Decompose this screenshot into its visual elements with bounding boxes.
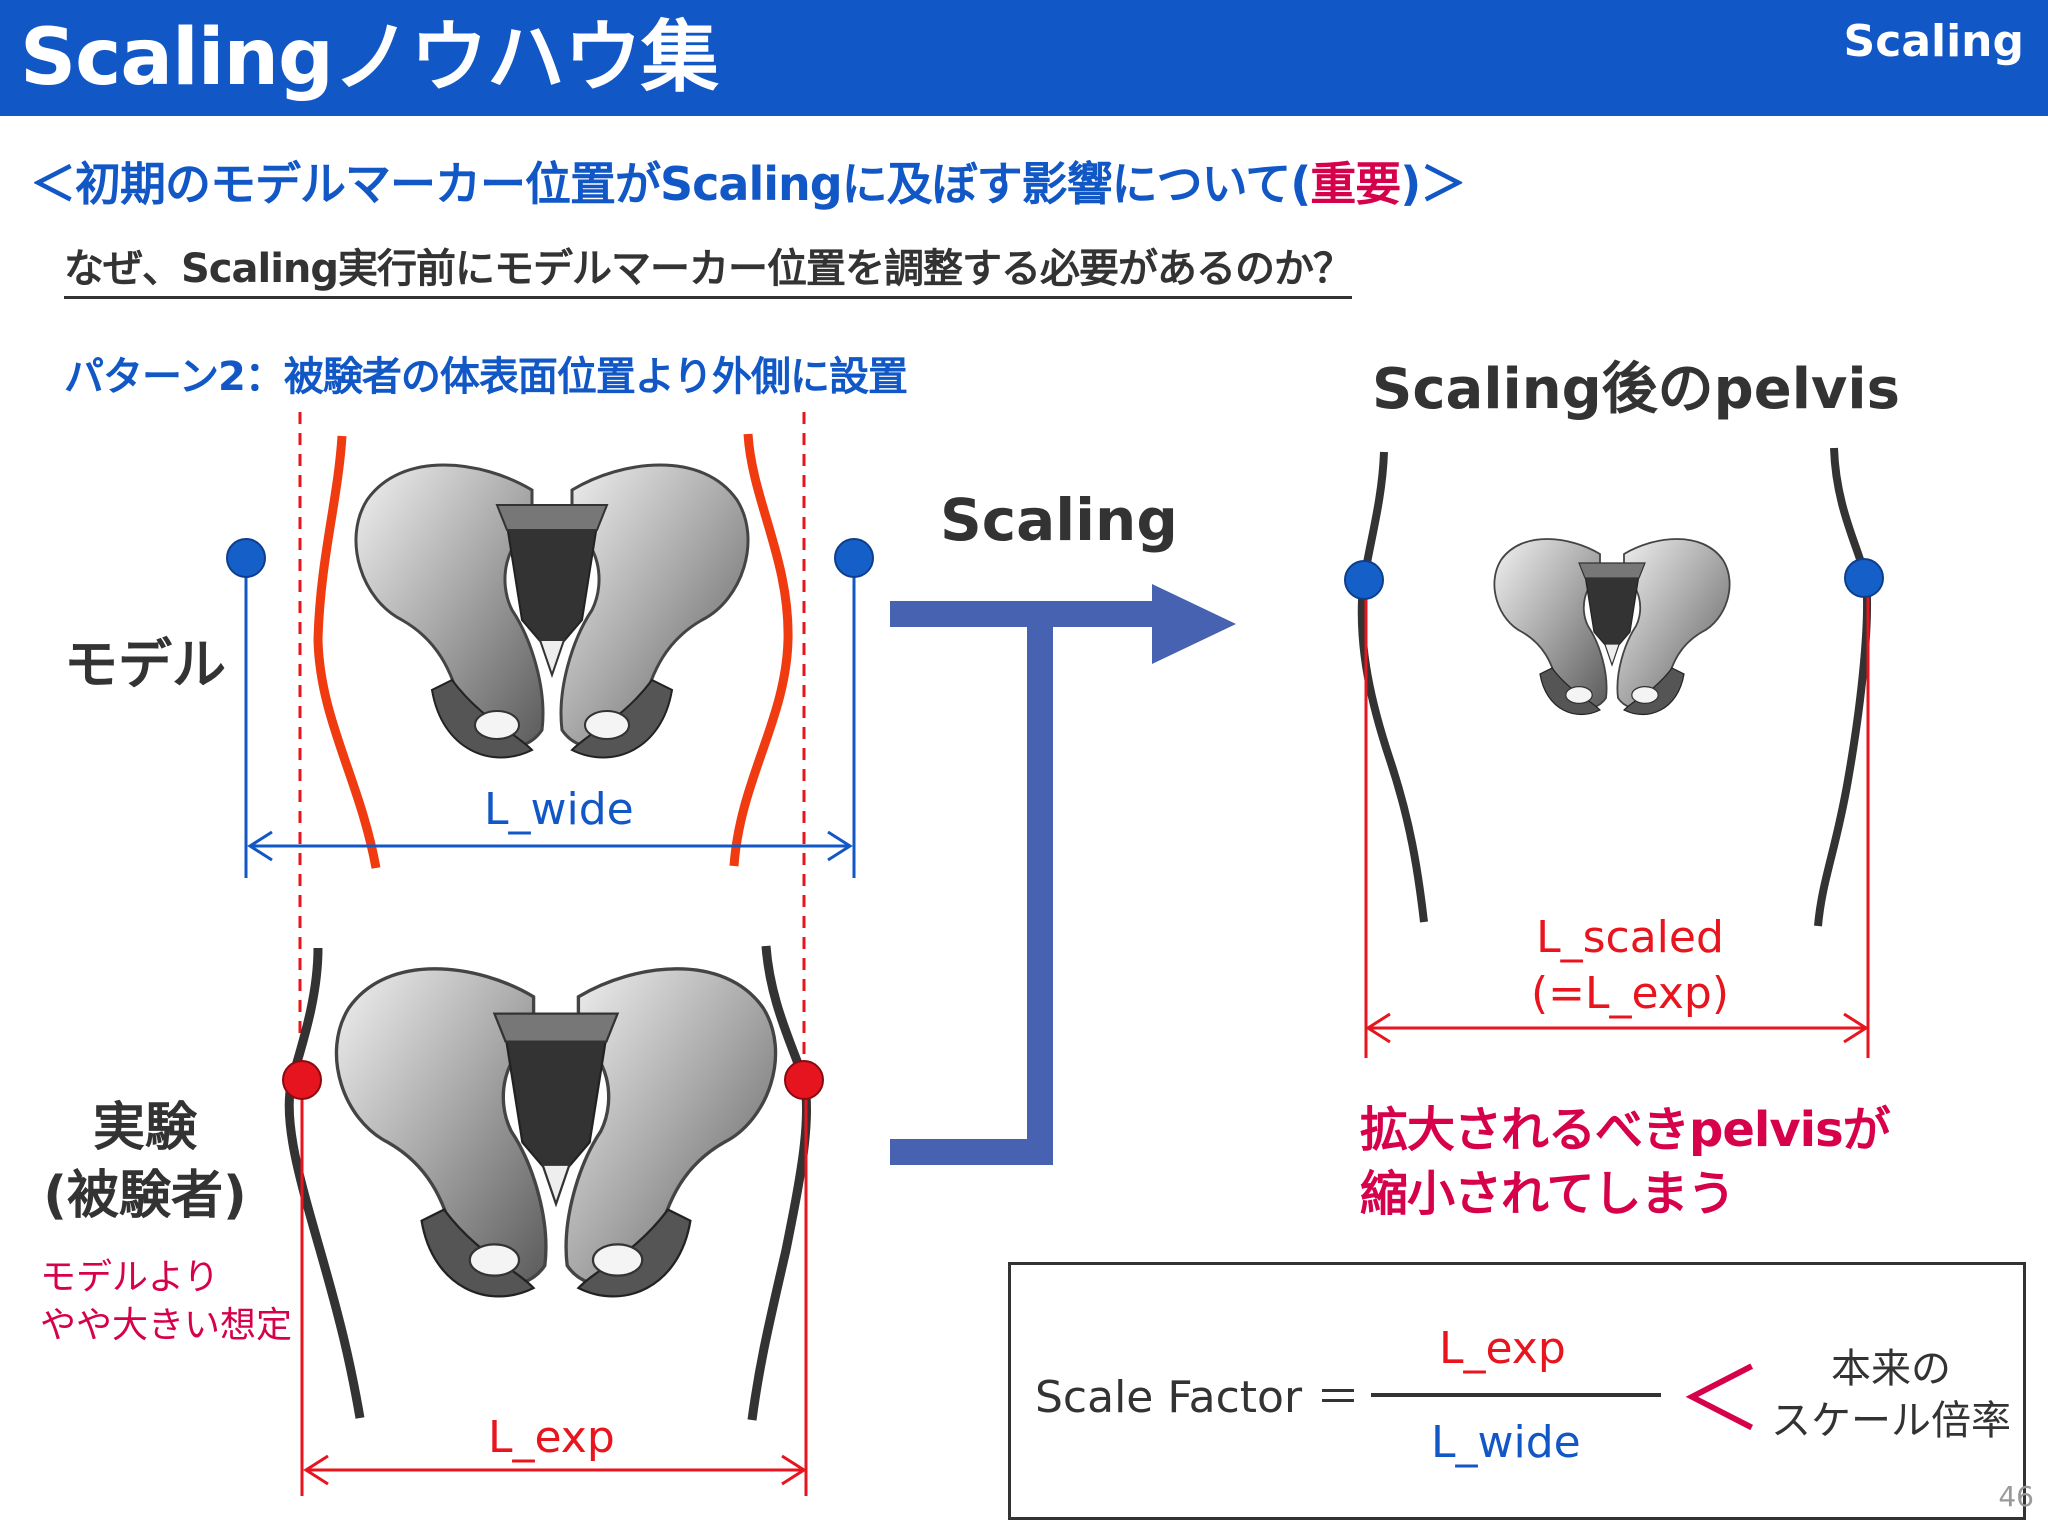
subject-body-outline-right [747,945,812,1421]
subtitle-prefix: ＜初期のモデルマーカー位置がScalingに及ぼす影響について( [30,157,1311,211]
subtitle-emphasis: 重要 [1310,157,1401,211]
experiment-label-line2: (被験者) [43,1166,247,1226]
experiment-note: モデルより やや大きい想定 [40,1254,292,1350]
experiment-note-line2: やや大きい想定 [40,1305,293,1346]
warning-text: 拡大されるべきpelvisが 縮小されてしまう [1360,1098,1891,1226]
experiment-label: 実験 (被験者) [30,1094,260,1230]
l-scaled-label-line1: L_scaled [1536,912,1724,963]
original-scale-text: 本来の スケール倍率 [1771,1343,2011,1447]
scaled-body-outline-right [1814,447,1872,927]
original-scale-line2: スケール倍率 [1771,1398,2011,1444]
experiment-label-line1: 実験 [92,1098,197,1158]
l-scaled-label-line2: (=L_exp) [1531,968,1729,1019]
l-exp-label: L_exp [488,1412,615,1463]
scaled-marker-right-icon [1844,558,1884,598]
l-wide-label: L_wide [484,784,634,835]
section-tag: Scaling [1843,16,2024,67]
subject-pelvis-icon [334,967,778,1299]
model-marker-left-icon [226,538,266,578]
pattern-heading: パターン2：被験者の体表面位置より外側に設置 [64,354,908,400]
fraction-numerator: L_exp [1439,1323,1566,1374]
l-exp-arrowhead-right [781,1454,807,1486]
less-than-sign: ＜ [1677,1350,1763,1450]
l-wide-arrowhead-left [247,830,273,862]
model-marker-right-icon [834,538,874,578]
scaling-arrowhead-icon [1152,584,1236,664]
page-title: Scalingノウハウ集 [20,13,719,103]
subject-marker-left-icon [282,1060,322,1100]
l-exp-arrowhead-left [303,1454,329,1486]
subtitle-suffix: )＞ [1400,157,1466,211]
l-scaled-label: L_scaled (=L_exp) [1490,910,1770,1022]
l-wide-arrowhead-right [827,830,853,862]
model-pelvis-icon [354,463,750,759]
model-label: モデル [64,633,226,696]
subject-body-outline-left [284,947,365,1419]
subject-marker-right-icon [784,1060,824,1100]
scaled-marker-left-icon [1344,560,1384,600]
after-scaling-title: Scaling後のpelvis [1372,357,1900,422]
scaled-pelvis-icon [1493,538,1731,716]
question-heading: なぜ、Scaling実行前にモデルマーカー位置を調整する必要があるのか？ [64,236,1353,299]
scaling-arrow-label: Scaling [940,486,1178,554]
slide-subtitle: ＜初期のモデルマーカー位置がScalingに及ぼす影響について(重要)＞ [30,148,1466,214]
scaling-bracket-arrow [890,601,1053,1165]
scale-factor-formula-box: Scale Factor ＝ L_exp L_wide ＜ 本来の スケール倍率 [1008,1262,2026,1520]
page-number: 46 [1998,1480,2034,1513]
fraction-bar [1371,1393,1661,1397]
experiment-note-line1: モデルより [40,1257,220,1298]
model-body-outline-left [313,435,381,869]
l-scaled-arrowhead-left [1365,1012,1391,1044]
original-scale-line1: 本来の [1831,1346,1951,1392]
model-body-outline-right [729,433,793,867]
warning-line1: 拡大されるべきpelvisが [1360,1102,1891,1158]
warning-line2: 縮小されてしまう [1360,1166,1736,1222]
scaled-body-outline-left [1357,451,1428,923]
fraction-denominator: L_wide [1431,1417,1581,1468]
header-bar: Scalingノウハウ集 Scaling [0,0,2048,116]
scale-factor-label: Scale Factor ＝ [1035,1372,1361,1423]
l-scaled-arrowhead-right [1843,1012,1869,1044]
